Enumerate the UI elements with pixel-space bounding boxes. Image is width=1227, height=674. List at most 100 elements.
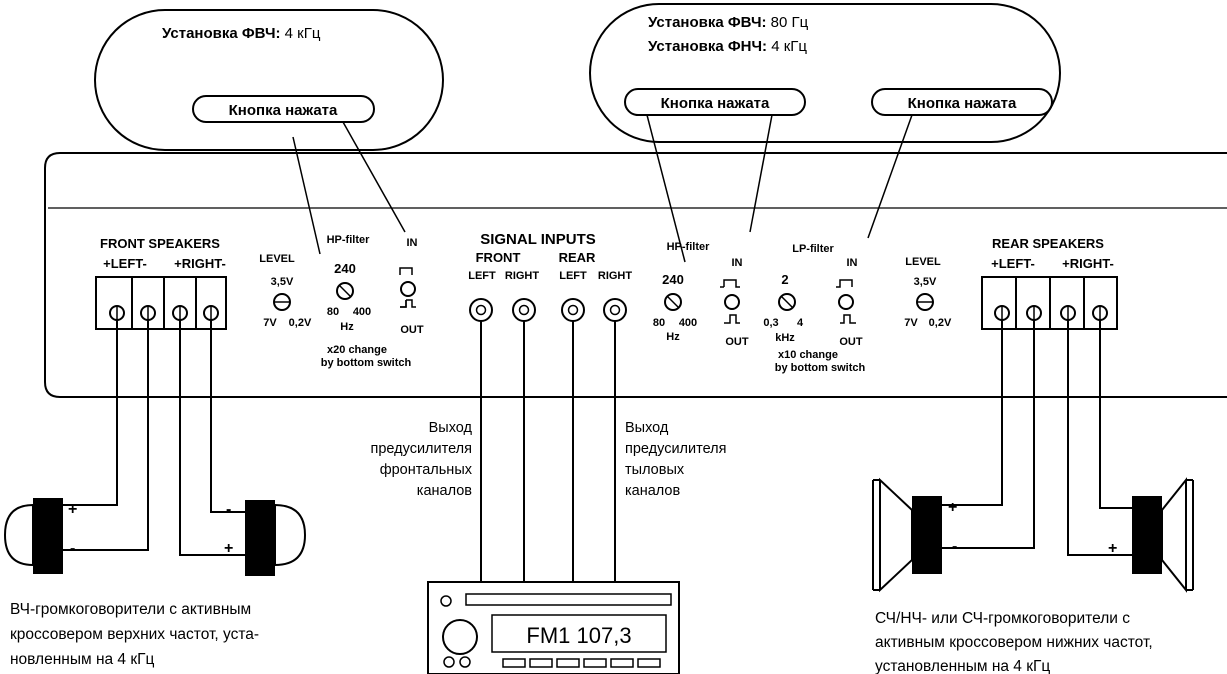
level-left-value: 7V: [904, 317, 918, 329]
signal-inputs-label: SIGNAL INPUTS: [480, 231, 596, 248]
svg-text:Установка ФНЧ: 4 кГц: Установка ФНЧ: 4 кГц: [648, 38, 807, 55]
rear-left-label: +LEFT-: [991, 256, 1035, 271]
tweeter-left: + -: [3, 498, 77, 574]
rear-inputs-label: REAR: [559, 250, 596, 265]
plus-sign: +: [1108, 540, 1117, 557]
rear-speakers-terminal: REAR SPEAKERS +LEFT- +RIGHT-: [981, 236, 1118, 330]
hp-filter-front: HP-filter 240 80 400 Hz IN OUT x20 chang…: [321, 234, 424, 369]
button-pressed-label: Кнопка нажата: [908, 95, 1017, 112]
lp-right-value: 4: [797, 317, 804, 329]
level-left-value: 7V: [263, 317, 277, 329]
caption-line: кроссовером верхних частот, уста-: [10, 626, 259, 643]
rca-cables: [480, 321, 616, 582]
callout-bubble-right: Установка ФВЧ: 80 Гц Установка ФНЧ: 4 кГ…: [589, 3, 1061, 143]
preamp-line: тыловых: [625, 462, 685, 478]
switch-out-label: OUT: [400, 324, 424, 336]
preamp-line: предусилителя: [371, 441, 473, 457]
preamp-line: фронтальных: [380, 462, 473, 478]
minus-sign: -: [70, 540, 75, 557]
hp-unit: Hz: [340, 321, 354, 333]
button-pressed-label: Кнопка нажата: [661, 95, 770, 112]
preamp-rear-note: Выход предусилителя тыловых каналов: [625, 420, 727, 499]
bottom-switch-note: by bottom switch: [775, 362, 866, 374]
lp-filter-rear: LP-filter 2 0,3 4 kHz IN OUT x10 change …: [763, 243, 865, 374]
front-speakers-label: FRONT SPEAKERS: [100, 236, 220, 251]
switch-out-label: OUT: [725, 336, 749, 348]
hp-right-value: 400: [679, 317, 697, 329]
front-speakers-terminal: FRONT SPEAKERS +LEFT- +RIGHT-: [95, 236, 227, 330]
change-note: x20 change: [327, 344, 387, 356]
minus-sign: -: [952, 538, 957, 555]
level-top-value: 3,5V: [914, 276, 937, 288]
change-note: x10 change: [778, 349, 838, 361]
switch-in-label: IN: [407, 237, 418, 249]
rear-right-label: +RIGHT-: [1062, 256, 1114, 271]
plus-sign: +: [68, 501, 77, 518]
plus-sign: +: [224, 540, 233, 557]
svg-text:Установка ФВЧ: 80 Гц: Установка ФВЧ: 80 Гц: [648, 14, 809, 31]
tweeter-right: - +: [224, 500, 307, 576]
hp-filter-label: HP-filter: [327, 234, 371, 246]
input-left-label: LEFT: [468, 270, 496, 282]
hp-right-value: 400: [353, 306, 371, 318]
preamp-front-note: Выход предусилителя фронтальных каналов: [371, 420, 473, 499]
hp-setting-value: 4 кГц: [280, 25, 320, 42]
caption-line: новленным на 4 кГц: [10, 651, 155, 668]
minus-sign: -: [226, 501, 231, 518]
input-left-label: LEFT: [559, 270, 587, 282]
callout-pointers: [292, 114, 913, 263]
front-right-label: +RIGHT-: [174, 256, 226, 271]
preamp-line: каналов: [417, 483, 472, 499]
preamp-line: каналов: [625, 483, 680, 499]
caption-woofers: СЧ/НЧ- или СЧ-громкоговорители с активны…: [875, 610, 1153, 674]
level-top-value: 3,5V: [271, 276, 294, 288]
hp-setting-value: 80 Гц: [766, 14, 808, 31]
input-right-label: RIGHT: [505, 270, 540, 282]
level-knob-front: LEVEL 3,5V 7V 0,2V: [259, 253, 312, 329]
woofer-left: + -: [872, 477, 957, 593]
level-knob-rear: LEVEL 3,5V 7V 0,2V: [904, 256, 952, 329]
hp-filter-label: HP-filter: [667, 241, 711, 253]
level-right-value: 0,2V: [929, 317, 952, 329]
caption-tweeters: ВЧ-громкоговорители с активным кроссовер…: [10, 601, 259, 668]
button-pressed-label: Кнопка нажата: [229, 102, 338, 119]
radio-display-text: FM1 107,3: [526, 623, 631, 648]
front-left-label: +LEFT-: [103, 256, 147, 271]
hp-left-value: 80: [327, 306, 339, 318]
switch-out-label: OUT: [839, 336, 863, 348]
level-right-value: 0,2V: [289, 317, 312, 329]
signal-inputs: SIGNAL INPUTS FRONT REAR LEFT RIGHT LEFT…: [468, 231, 633, 322]
lp-setting-label: Установка ФНЧ:: [648, 38, 767, 55]
preamp-line: Выход: [625, 420, 669, 436]
speaker-wires: [63, 320, 1132, 556]
level-label: LEVEL: [259, 253, 295, 265]
level-label: LEVEL: [905, 256, 941, 268]
car-radio-head-unit: FM1 107,3: [427, 581, 680, 674]
caption-line: установленным на 4 кГц: [875, 658, 1050, 674]
hp-filter-rear: HP-filter 240 80 400 Hz IN OUT: [653, 241, 749, 348]
lp-top-value: 2: [781, 272, 788, 287]
switch-in-label: IN: [732, 257, 743, 269]
preamp-line: предусилителя: [625, 441, 727, 457]
hp-setting-label: Установка ФВЧ:: [648, 14, 766, 31]
hp-setting-label: Установка ФВЧ:: [162, 25, 280, 42]
bottom-switch-note: by bottom switch: [321, 357, 412, 369]
input-right-label: RIGHT: [598, 270, 633, 282]
caption-line: ВЧ-громкоговорители с активным: [10, 601, 251, 618]
lp-unit: kHz: [775, 332, 795, 344]
lp-setting-value: 4 кГц: [767, 38, 807, 55]
plus-sign: +: [948, 499, 957, 516]
hp-top-value: 240: [662, 272, 684, 287]
rear-speakers-label: REAR SPEAKERS: [992, 236, 1104, 251]
minus-sign: -: [1110, 499, 1115, 516]
hp-top-value: 240: [334, 261, 356, 276]
caption-line: активным кроссовером нижних частот,: [875, 634, 1153, 651]
hp-unit: Hz: [666, 331, 680, 343]
caption-line: СЧ/НЧ- или СЧ-громкоговорители с: [875, 610, 1130, 627]
switch-in-label: IN: [847, 257, 858, 269]
lp-left-value: 0,3: [763, 317, 778, 329]
front-inputs-label: FRONT: [476, 250, 521, 265]
preamp-line: Выход: [429, 420, 473, 436]
woofer-right: - +: [1108, 477, 1194, 593]
